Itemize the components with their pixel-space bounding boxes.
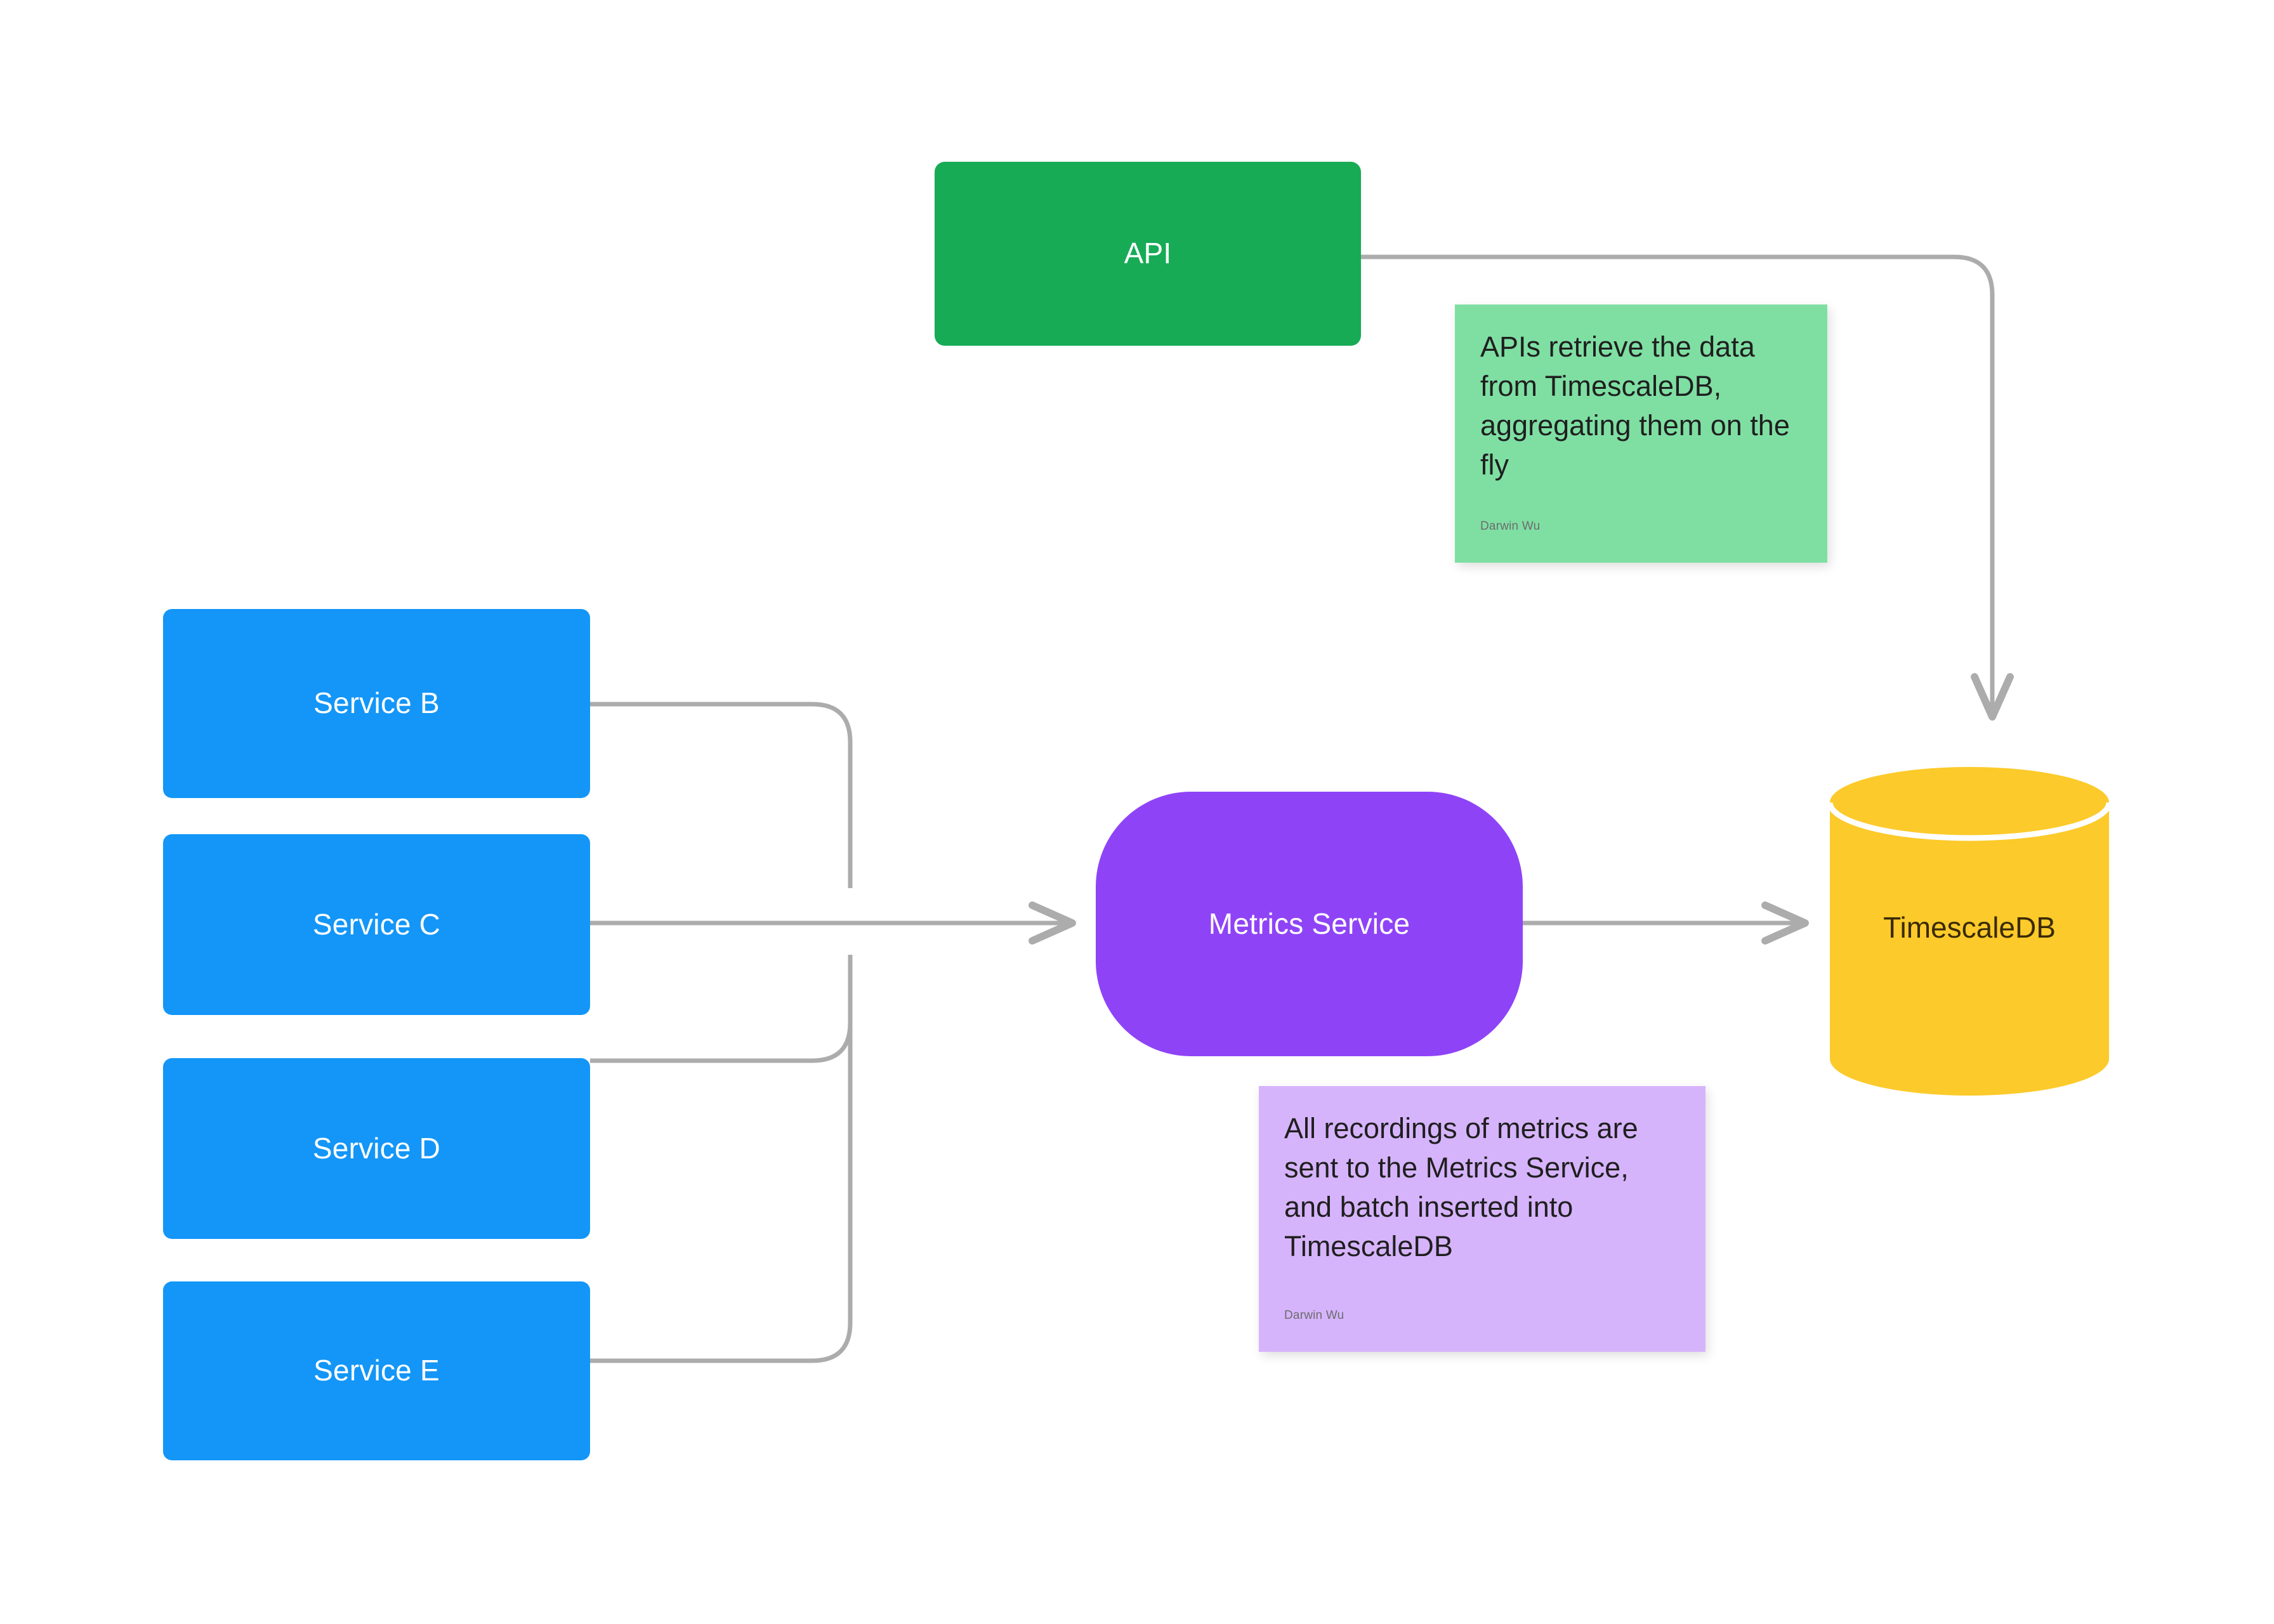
node-service-d-label: Service D bbox=[312, 1131, 441, 1165]
node-timescaledb[interactable]: TimescaleDB bbox=[1829, 766, 2110, 1096]
edge-serviced-to-metrics bbox=[590, 955, 853, 1063]
node-api-label: API bbox=[1124, 237, 1172, 270]
node-service-b[interactable]: Service B bbox=[163, 609, 590, 798]
sticky-note-api-text: APIs retrieve the data from TimescaleDB,… bbox=[1480, 331, 1790, 481]
edge-servicee-to-metrics bbox=[590, 955, 853, 1363]
sticky-note-metrics-text: All recordings of metrics are sent to th… bbox=[1284, 1112, 1638, 1263]
node-service-c-label: Service C bbox=[312, 907, 441, 941]
node-service-c[interactable]: Service C bbox=[163, 834, 590, 1015]
sticky-note-metrics-author: Darwin Wu bbox=[1284, 1309, 1344, 1322]
sticky-note-api-author: Darwin Wu bbox=[1480, 520, 1541, 533]
node-service-e-label: Service E bbox=[313, 1354, 440, 1387]
node-service-d[interactable]: Service D bbox=[163, 1058, 590, 1239]
node-metrics-service-label: Metrics Service bbox=[1208, 907, 1410, 940]
sticky-note-metrics[interactable]: All recordings of metrics are sent to th… bbox=[1259, 1086, 1705, 1352]
node-api[interactable]: API bbox=[935, 162, 1361, 346]
cylinder-shape bbox=[1829, 767, 2110, 1096]
node-service-b-label: Service B bbox=[313, 686, 440, 720]
sticky-note-api[interactable]: APIs retrieve the data from TimescaleDB,… bbox=[1455, 304, 1827, 563]
node-timescaledb-label: TimescaleDB bbox=[1883, 911, 2056, 944]
node-metrics-service[interactable]: Metrics Service bbox=[1096, 792, 1523, 1056]
node-service-e[interactable]: Service E bbox=[163, 1281, 590, 1460]
edge-serviceb-to-metrics bbox=[590, 702, 853, 888]
